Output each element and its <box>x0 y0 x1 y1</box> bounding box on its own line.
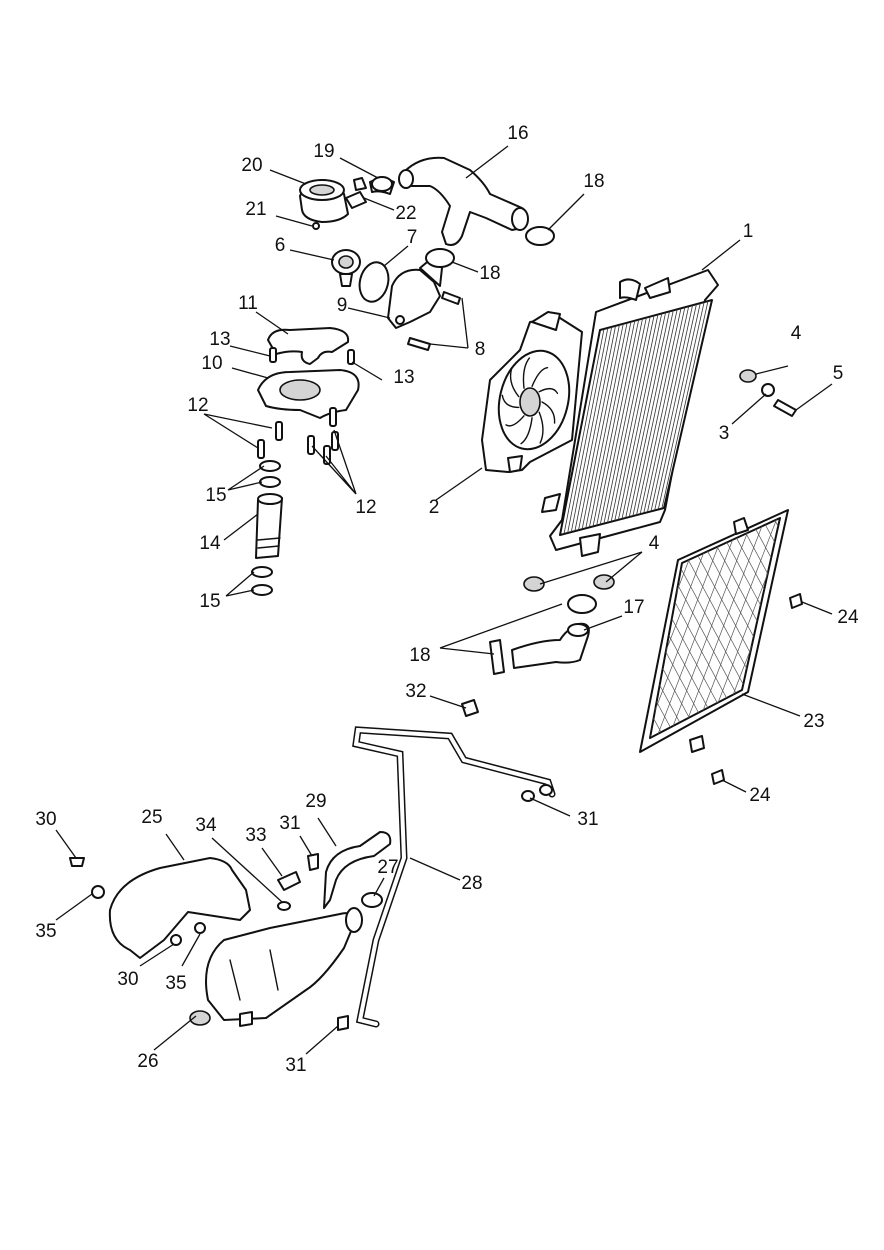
callout-19: 19 <box>313 141 334 162</box>
callout-20: 20 <box>241 155 262 176</box>
callout-10: 10 <box>201 353 222 374</box>
o-ring <box>358 261 390 303</box>
callout-18: 18 <box>409 645 430 666</box>
thermostat-housing <box>387 257 443 329</box>
o-rings-15 <box>251 460 281 596</box>
callout-3: 3 <box>719 423 730 444</box>
callout-32: 32 <box>405 681 426 702</box>
hose-clips <box>371 176 597 675</box>
dowels-13 <box>269 347 355 365</box>
callout-34: 34 <box>195 815 217 836</box>
callout-14: 14 <box>199 533 221 554</box>
overflow-hose <box>352 726 556 1028</box>
callout-11: 11 <box>238 293 258 314</box>
callout-13: 13 <box>209 329 230 350</box>
callout-31: 31 <box>285 1055 306 1076</box>
radiator-grille <box>639 509 789 753</box>
callout-15: 15 <box>205 485 226 506</box>
radiator <box>541 269 719 557</box>
callout-16: 16 <box>507 123 528 144</box>
callout-17: 17 <box>623 597 644 618</box>
tank-bracket <box>108 857 251 959</box>
callout-30: 30 <box>117 969 138 990</box>
callout-1: 1 <box>743 221 754 242</box>
filler-neck <box>299 178 395 230</box>
callout-18: 18 <box>583 171 604 192</box>
callout-24: 24 <box>749 785 771 806</box>
callout-13: 13 <box>393 367 414 388</box>
callout-22: 22 <box>395 203 416 224</box>
callout-27: 27 <box>377 857 398 878</box>
cooling-fan <box>481 311 583 473</box>
coolant-pipe <box>255 493 283 559</box>
radiator-core-fins <box>563 300 709 535</box>
coolant-cover <box>257 369 360 419</box>
bolts-12 <box>257 407 339 465</box>
callout-21: 21 <box>245 199 266 220</box>
callout-25: 25 <box>141 807 162 828</box>
callout-33: 33 <box>245 825 266 846</box>
callout-31: 31 <box>279 813 300 834</box>
callout-labels: 1 2 3 4 4 5 6 7 8 9 10 11 12 12 13 13 14… <box>35 123 859 1076</box>
callout-15: 15 <box>199 591 220 612</box>
mount-grommets <box>523 369 797 592</box>
callout-12: 12 <box>355 497 376 518</box>
callout-18: 18 <box>479 263 500 284</box>
thermostat <box>331 249 361 287</box>
expansion-tank <box>189 907 363 1027</box>
top-hose <box>398 156 529 246</box>
gasket <box>267 327 350 365</box>
callout-2: 2 <box>429 497 440 518</box>
small-fixings <box>69 177 803 1031</box>
callout-7: 7 <box>407 227 418 248</box>
lower-hose <box>511 622 590 669</box>
callout-29: 29 <box>305 791 326 812</box>
leader-lines <box>55 145 833 1055</box>
callout-4: 4 <box>791 323 802 344</box>
callout-35: 35 <box>35 921 56 942</box>
callout-24: 24 <box>837 607 859 628</box>
callout-23: 23 <box>803 711 824 732</box>
callout-12: 12 <box>187 395 208 416</box>
callout-9: 9 <box>337 295 348 316</box>
callout-30: 30 <box>35 809 56 830</box>
callout-28: 28 <box>461 873 482 894</box>
callout-26: 26 <box>137 1051 158 1072</box>
callout-4: 4 <box>649 533 660 554</box>
callout-5: 5 <box>833 363 844 384</box>
callout-6: 6 <box>275 235 286 256</box>
bolts-8 <box>407 291 461 351</box>
callout-8: 8 <box>475 339 486 360</box>
callout-31: 31 <box>577 809 598 830</box>
fan-blades <box>501 357 559 445</box>
callout-35: 35 <box>165 973 186 994</box>
